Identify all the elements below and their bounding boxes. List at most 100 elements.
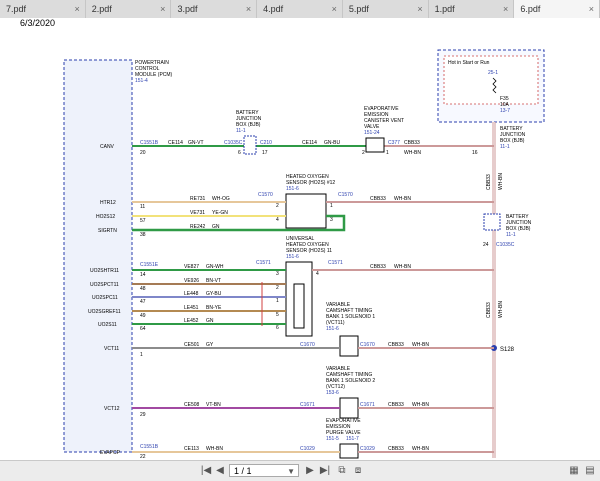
- pin-color: GY: [206, 342, 214, 348]
- pin-color: BN-VT: [206, 278, 221, 284]
- hot-box-title: Hot in Start or Run: [448, 60, 490, 66]
- prev-page-button[interactable]: ◀: [216, 465, 224, 476]
- pin-name: VCT11: [104, 346, 119, 352]
- pin-color: VT-BN: [206, 402, 221, 408]
- tab-label: 6.pdf: [520, 4, 541, 14]
- close-icon[interactable]: ×: [331, 4, 337, 14]
- pin-circuit: VE827: [184, 264, 199, 270]
- close-icon[interactable]: ×: [245, 4, 252, 14]
- pin-circuit: CE113: [184, 446, 199, 452]
- evap-vent-label-1: EVAPORATIVE: [364, 106, 399, 112]
- pin-name: HTR12: [100, 200, 116, 206]
- purge-valve: [339, 443, 359, 459]
- last-page-button[interactable]: ▶|: [319, 465, 331, 476]
- document-date: 6/3/2020: [20, 18, 55, 28]
- pin-number: 29: [140, 412, 146, 418]
- pin-connector: C1551B: [140, 444, 159, 450]
- vct12-label-4: (VCT12): [326, 384, 345, 390]
- whbn-label-uho2s: WH-BN: [394, 264, 411, 270]
- whbn-label-vct12: WH-BN: [412, 402, 429, 408]
- pin4-uho2s: 4: [316, 271, 319, 277]
- purge-label-1: EVAPORATIVE: [326, 418, 361, 424]
- pin-number: 57: [140, 218, 146, 224]
- pin-circuit: LE452: [184, 318, 199, 324]
- uho2s11-label-2: HEATED OXYGEN: [286, 242, 329, 248]
- next-page-button[interactable]: ▶: [306, 465, 314, 476]
- purge-ref-a: 151-5: [326, 436, 339, 442]
- pin2-label: 2: [362, 150, 365, 156]
- pcm-ref: 151-4: [135, 78, 148, 84]
- fuse-page: 13-7: [500, 108, 510, 114]
- tab-label: 1.pdf: [434, 4, 455, 14]
- bjb-mid-label-3: BOX (BJB): [236, 122, 261, 128]
- pin-number: 1: [140, 352, 143, 358]
- c1571-label-a: C1571: [256, 260, 271, 266]
- close-icon[interactable]: ×: [588, 4, 595, 14]
- c1671-label-a: C1671: [300, 402, 315, 408]
- close-icon[interactable]: ×: [503, 4, 509, 14]
- vct11-label-4: (VCT11): [326, 320, 345, 326]
- outline-view-icon[interactable]: ▤: [585, 465, 595, 476]
- pin-name: UO2SHTR11: [90, 268, 119, 274]
- chevron-down-icon[interactable]: ▼: [287, 467, 295, 476]
- tab-5-pdf[interactable]: 5.pdf×: [342, 0, 429, 18]
- tab-4-pdf[interactable]: 4.pdf×: [257, 0, 343, 18]
- wiring-diagram: 6/3/2020 POWERTRAIN CONTROL MODULE (PCM)…: [20, 18, 545, 460]
- tab-6-pdf[interactable]: 6.pdf ×: [514, 0, 600, 18]
- bjb-mid-ref: 11-1: [236, 128, 246, 134]
- bjb-mid-label-2: JUNCTION: [236, 116, 262, 122]
- pin-circuit: VE731: [190, 210, 205, 216]
- pin1-ho2s: 1: [330, 203, 333, 209]
- pin-circuit: CE114: [168, 140, 183, 146]
- c1029-label-b: C1029: [360, 446, 375, 452]
- whbn-label-purge: WH-BN: [412, 446, 429, 452]
- whbn-label-ho2s: WH-BN: [394, 196, 411, 202]
- close-icon[interactable]: ×: [74, 4, 80, 14]
- pcm-label-3: MODULE (PCM): [135, 72, 173, 78]
- evap-vent-valve: [365, 137, 385, 153]
- bjb-right-label-1: BATTERY: [506, 214, 529, 220]
- close-icon[interactable]: ×: [417, 4, 423, 14]
- ho2s12-label-1: HEATED OXYGEN: [286, 174, 329, 180]
- page-number-input[interactable]: 1 / 1▼: [229, 464, 299, 477]
- close-icon[interactable]: ×: [160, 4, 166, 14]
- pin-name: UO2SPC11: [92, 295, 118, 301]
- pin-name: UO2S11: [98, 322, 117, 328]
- first-page-button[interactable]: |◀: [200, 465, 212, 476]
- pin-connector: C1551E: [140, 262, 159, 268]
- c1671-label-b: C1671: [360, 402, 375, 408]
- c1570-label-b: C1570: [338, 192, 353, 198]
- cbb33-label-vct12: CBB33: [388, 402, 404, 408]
- tab-3-pdf[interactable]: 3.pdf×: [171, 0, 258, 18]
- pin-name: HO2S12: [96, 214, 115, 220]
- vct12-label-1: VARIABLE: [326, 366, 351, 372]
- vct11-label-1: VARIABLE: [326, 302, 351, 308]
- cbb33-label-vct11: CBB33: [388, 342, 404, 348]
- vct11-solenoid: [339, 335, 359, 357]
- pin-color: GY-BU: [206, 291, 222, 297]
- pin-name: VCT12: [104, 406, 120, 412]
- pin-name: UO2SGREF11: [88, 309, 121, 315]
- c210-label: C210: [260, 140, 272, 146]
- pin-color: WH-BN: [206, 446, 223, 452]
- pcm-label-1: POWERTRAIN: [135, 60, 169, 66]
- pin-color: GN: [206, 318, 214, 324]
- cbb33-label-top: CBB33: [404, 140, 420, 146]
- pin-circuit: LE451: [184, 305, 199, 311]
- pin-circuit: CE508: [184, 402, 200, 408]
- tab-2-pdf[interactable]: 2.pdf×: [85, 0, 172, 18]
- splice-label: S128: [500, 347, 515, 353]
- purge-label-3: PURGE VALVE: [326, 430, 361, 436]
- cbb33-vertical-2: CBB33: [486, 302, 492, 318]
- vct11-label-3: BANK 1 SOLENOID 1: [326, 314, 375, 320]
- fit-width-icon[interactable]: ⧈: [354, 465, 362, 476]
- tab-1-pdf[interactable]: 1.pdf ×: [428, 0, 515, 18]
- pin-name: EVAPCP: [100, 450, 121, 456]
- pin-number: 20: [140, 150, 146, 156]
- fit-page-icon[interactable]: ⧉: [338, 465, 346, 476]
- fuse-symbol: [492, 77, 497, 94]
- tab-7-pdf[interactable]: 7.pdf×: [0, 0, 86, 18]
- bjb-right-box: [483, 213, 501, 231]
- pin-number: 48: [140, 286, 146, 292]
- thumbnail-view-icon[interactable]: ▦: [569, 465, 579, 476]
